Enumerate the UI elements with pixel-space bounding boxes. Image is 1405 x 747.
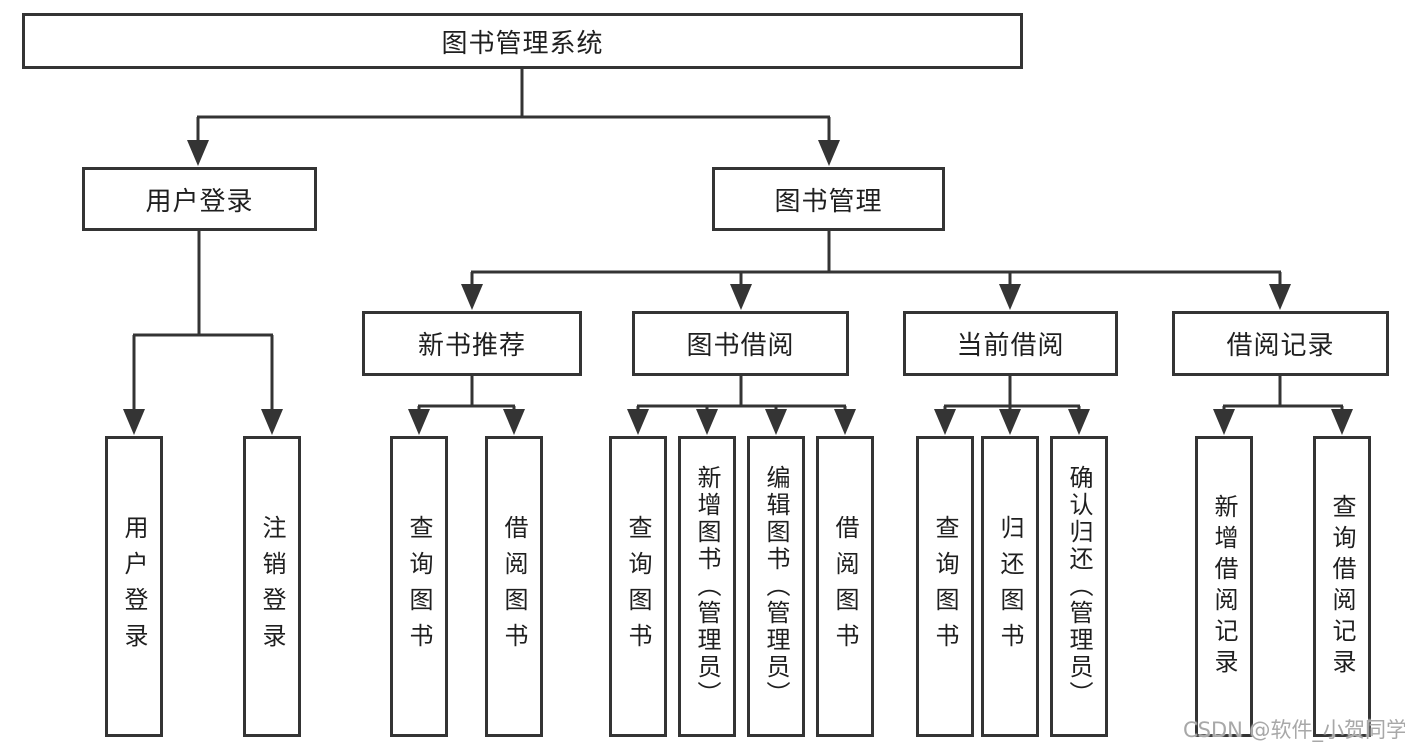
leaf-label: 新增图书（管理员） — [693, 465, 721, 708]
leaf-label: 查询图书 — [624, 514, 652, 659]
leaf-label: 用户登录 — [120, 514, 148, 659]
arrow-down-icon — [818, 140, 840, 166]
leaf-edit-books-admin: 编辑图书（管理员） — [747, 436, 805, 737]
arrow-down-icon — [261, 409, 283, 435]
leaf-query-books-3: 查询图书 — [916, 436, 974, 737]
level1-connector — [196, 67, 831, 142]
branch-user-login: 用户登录 — [82, 167, 317, 231]
new-books-connector — [417, 376, 516, 413]
arrow-down-icon — [999, 409, 1021, 435]
arrow-down-icon — [999, 284, 1021, 310]
leaf-label: 借阅图书 — [831, 514, 859, 659]
leaf-label: 注销登录 — [258, 514, 286, 659]
arrow-down-icon — [408, 409, 430, 435]
watermark: CSDN @软件_小贺同学 — [1183, 718, 1405, 742]
leaf-query-books-1: 查询图书 — [390, 436, 448, 737]
arrow-down-icon — [1331, 409, 1353, 435]
branch-book-mgmt: 图书管理 — [712, 167, 945, 231]
arrow-down-icon — [730, 284, 752, 310]
leaf-borrow-books-2: 借阅图书 — [816, 436, 874, 737]
section-borrow-records-label: 借阅记录 — [1226, 331, 1335, 361]
user-branch-connector — [132, 231, 274, 411]
section-current-borrow-label: 当前借阅 — [956, 331, 1065, 361]
node-root: 图书管理系统 — [22, 13, 1023, 69]
leaf-query-borrow-record: 查询借阅记录 — [1313, 436, 1371, 737]
arrowheads — [123, 140, 1353, 435]
leaf-logout: 注销登录 — [243, 436, 301, 737]
connector-lines — [132, 67, 1344, 413]
branch-user-login-label: 用户登录 — [145, 186, 254, 217]
book-borrow-connector — [636, 376, 847, 413]
branch-book-mgmt-label: 图书管理 — [774, 186, 883, 217]
leaf-label: 归还图书 — [996, 514, 1024, 659]
leaf-label: 确认归还（管理员） — [1065, 465, 1093, 708]
leaf-label: 新增借阅记录 — [1210, 493, 1238, 680]
leaf-add-books-admin: 新增图书（管理员） — [678, 436, 736, 737]
section-book-borrow: 图书借阅 — [632, 311, 849, 376]
leaf-label: 查询借阅记录 — [1328, 493, 1356, 680]
section-current-borrow: 当前借阅 — [903, 311, 1118, 376]
current-borrow-connector — [943, 376, 1081, 413]
arrow-down-icon — [123, 409, 145, 435]
section-new-books-label: 新书推荐 — [417, 331, 526, 361]
arrow-down-icon — [834, 409, 856, 435]
leaf-user-login: 用户登录 — [105, 436, 163, 737]
arrow-down-icon — [503, 409, 525, 435]
arrow-down-icon — [934, 409, 956, 435]
leaf-add-borrow-record: 新增借阅记录 — [1195, 436, 1253, 737]
section-new-books: 新书推荐 — [362, 311, 582, 376]
book-branch-connector — [470, 231, 1282, 287]
arrow-down-icon — [765, 409, 787, 435]
section-borrow-records: 借阅记录 — [1172, 311, 1389, 376]
arrow-down-icon — [1068, 409, 1090, 435]
node-root-label: 图书管理系统 — [441, 28, 604, 59]
leaf-borrow-books-1: 借阅图书 — [485, 436, 543, 737]
borrow-records-connector — [1222, 376, 1344, 413]
section-book-borrow-label: 图书借阅 — [686, 331, 795, 361]
arrow-down-icon — [1213, 409, 1235, 435]
leaf-label: 查询图书 — [405, 514, 433, 659]
leaf-label: 查询图书 — [931, 514, 959, 659]
arrow-down-icon — [187, 140, 209, 166]
arrow-down-icon — [627, 409, 649, 435]
arrow-down-icon — [1269, 284, 1291, 310]
leaf-label: 编辑图书（管理员） — [762, 465, 790, 708]
leaf-query-books-2: 查询图书 — [609, 436, 667, 737]
leaf-confirm-return-admin: 确认归还（管理员） — [1050, 436, 1108, 737]
arrow-down-icon — [696, 409, 718, 435]
leaf-label: 借阅图书 — [500, 514, 528, 659]
arrow-down-icon — [461, 284, 483, 310]
leaf-return-books: 归还图书 — [981, 436, 1039, 737]
